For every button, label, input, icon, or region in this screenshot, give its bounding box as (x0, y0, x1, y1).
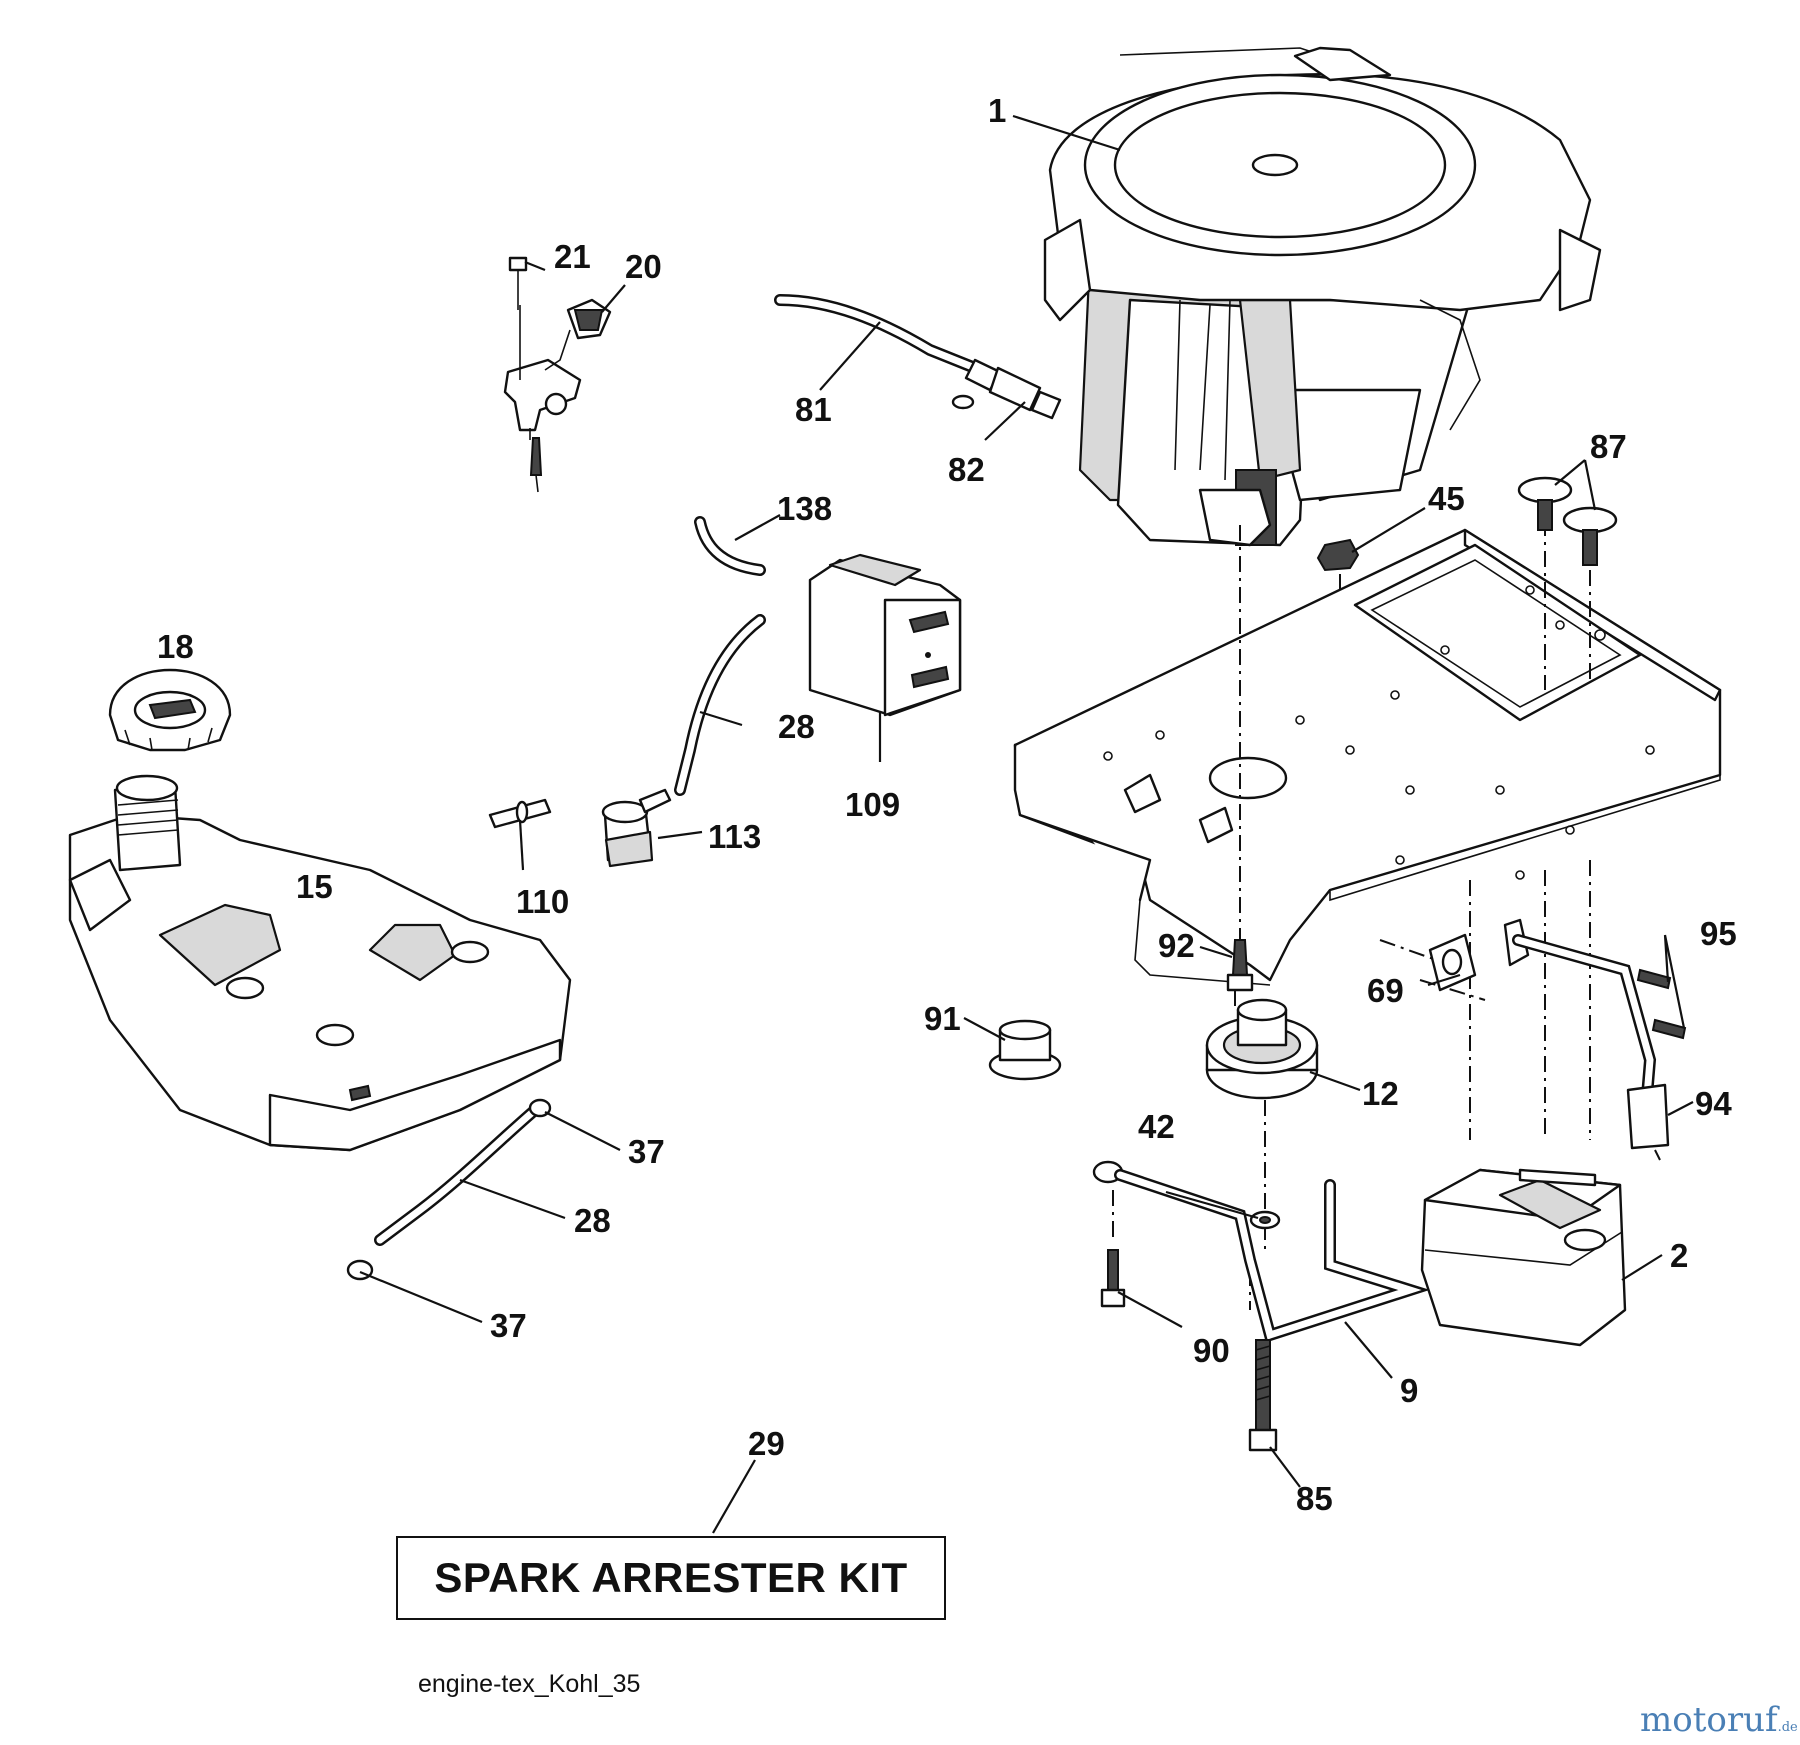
bolt-90-part (1100, 1249, 1126, 1308)
callout-85: 85 (1296, 1480, 1333, 1517)
callout-37-lower: 37 (490, 1307, 527, 1344)
callout-69: 69 (1367, 972, 1404, 1009)
callout-29: 29 (748, 1425, 785, 1462)
exhaust-bolts-part (1636, 968, 1687, 1040)
callout-45: 45 (1428, 480, 1465, 517)
watermark-tld: .de (1777, 1720, 1798, 1735)
shutoff-valve-part (601, 788, 672, 868)
spark-arrester-kit-box: SPARK ARRESTER KIT (396, 1536, 946, 1620)
callout-92: 92 (1158, 927, 1195, 964)
engine-part (1043, 46, 1602, 547)
fuel-line-upper-part (674, 614, 766, 796)
callout-28-upper: 28 (778, 708, 815, 745)
fuel-pump-part (808, 553, 962, 717)
bolt-92-part (1226, 939, 1254, 992)
callout-113: 113 (708, 818, 761, 855)
gasket-part (1428, 933, 1477, 992)
bracket-rod-part (1092, 1160, 1430, 1343)
callout-110: 110 (516, 883, 569, 920)
leader-lines (359, 114, 1694, 1534)
callout-28-lower: 28 (574, 1202, 611, 1239)
callout-21: 21 (554, 238, 591, 275)
callout-18: 18 (157, 628, 194, 665)
fuel-filter-part (951, 358, 1062, 420)
watermark-text: motoruf (1640, 1700, 1778, 1740)
watermark-logo: motoruf.de (1640, 1700, 1798, 1740)
callout-1: 1 (988, 92, 1006, 129)
frame-part (1013, 528, 1722, 986)
throttle-bracket-part (503, 256, 612, 493)
bolt-87-right-part (1562, 506, 1618, 566)
callout-15: 15 (296, 868, 333, 905)
bolt-87-left-part (1517, 476, 1573, 531)
callout-82: 82 (948, 451, 985, 488)
callout-90: 90 (1193, 1332, 1230, 1369)
callout-20: 20 (625, 248, 662, 285)
callout-9: 9 (1400, 1372, 1418, 1409)
fuel-hose-81-part (774, 294, 981, 374)
muffler-part (1420, 1168, 1627, 1347)
callout-94: 94 (1695, 1085, 1732, 1122)
fuel-cap-part (108, 668, 232, 752)
callout-42: 42 (1138, 1108, 1175, 1145)
nut-part (1316, 538, 1360, 572)
exhaust-pipe-part (1503, 918, 1670, 1150)
fitting-110-part (488, 798, 552, 829)
bushing-part (988, 1019, 1062, 1081)
pulley-part (1205, 998, 1319, 1100)
drawing-id-label: engine-tex_Kohl_35 (418, 1670, 641, 1698)
hose-138-part (694, 516, 766, 576)
fuel-line-lower-part (374, 1104, 541, 1246)
spark-arrester-kit-label: SPARK ARRESTER KIT (434, 1554, 908, 1601)
washer-part (1249, 1210, 1281, 1230)
bolt-85-part (1248, 1339, 1278, 1452)
callout-87: 87 (1590, 428, 1627, 465)
callout-12: 12 (1362, 1075, 1399, 1112)
callout-81: 81 (795, 391, 832, 428)
callout-91: 91 (924, 1000, 961, 1037)
callout-2: 2 (1670, 1237, 1688, 1274)
callouts: 1 21 20 81 82 87 45 138 18 28 109 15 113… (157, 92, 1737, 1517)
alignment-lines (1112, 520, 1661, 1310)
callout-109: 109 (845, 786, 900, 823)
callout-95: 95 (1700, 915, 1737, 952)
fuel-tank-part (68, 774, 572, 1152)
callout-138: 138 (777, 490, 832, 527)
callout-37-upper: 37 (628, 1133, 665, 1170)
